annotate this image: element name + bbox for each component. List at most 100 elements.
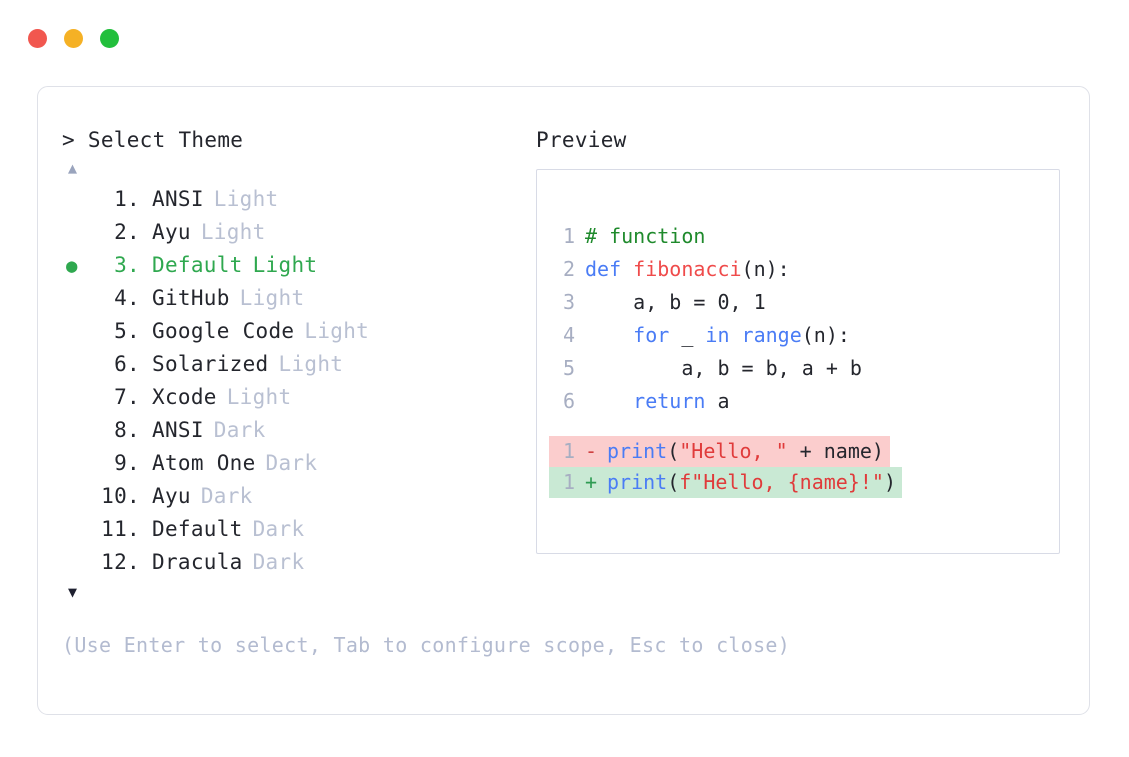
theme-item-name: Ayu bbox=[152, 484, 191, 508]
code-token: + name) bbox=[787, 439, 884, 463]
line-number: 3 bbox=[562, 290, 575, 314]
code-token: for bbox=[633, 323, 670, 347]
diff-line-removed: 1-print("Hello, " + name) bbox=[549, 436, 890, 467]
theme-item-index: 9. bbox=[114, 451, 140, 475]
preview-title: Preview bbox=[536, 128, 627, 152]
theme-item-name: Default bbox=[152, 253, 243, 277]
code-token: a, b = b, a + b bbox=[585, 356, 862, 380]
diff-sign: - bbox=[585, 439, 598, 463]
code-line: 1 # function bbox=[549, 220, 1059, 253]
code-line: 3 a, b = 0, 1 bbox=[549, 286, 1059, 319]
code-token bbox=[585, 389, 633, 413]
theme-item-index: 3. bbox=[114, 253, 140, 277]
code-token: return bbox=[633, 389, 706, 413]
theme-item-index: 2. bbox=[114, 220, 140, 244]
line-number: 1 bbox=[562, 224, 575, 248]
keyboard-hint: (Use Enter to select, Tab to configure s… bbox=[62, 633, 791, 657]
theme-item-name: ANSI bbox=[152, 187, 204, 211]
code-token: (n): bbox=[801, 323, 850, 347]
theme-item-variant: Light bbox=[304, 319, 370, 343]
code-token: print bbox=[607, 439, 668, 463]
line-number: 5 bbox=[562, 356, 575, 380]
theme-item-variant: Light bbox=[213, 187, 279, 211]
code-token: ( bbox=[667, 470, 680, 494]
scroll-down-icon[interactable]: ▼ bbox=[68, 583, 78, 601]
code-token: a bbox=[705, 389, 730, 413]
theme-list-item[interactable]: ● 3. Default Light bbox=[62, 249, 522, 282]
theme-list-item[interactable]: 5. Google Code Light bbox=[62, 315, 522, 348]
code-line-text: def fibonacci(n): bbox=[585, 253, 790, 286]
theme-item-name: Google Code bbox=[152, 319, 295, 343]
theme-item-variant: Dark bbox=[265, 451, 318, 475]
theme-item-index: 6. bbox=[114, 352, 140, 376]
theme-item-index: 12. bbox=[101, 550, 140, 574]
theme-item-index: 11. bbox=[101, 517, 140, 541]
theme-item-name: Dracula bbox=[152, 550, 243, 574]
select-theme-prompt: > Select Theme bbox=[62, 128, 244, 152]
minimize-button[interactable] bbox=[64, 29, 83, 48]
maximize-button[interactable] bbox=[100, 29, 119, 48]
theme-item-index: 10. bbox=[101, 484, 140, 508]
diff-sample: 1-print("Hello, " + name)1+print(f"Hello… bbox=[549, 436, 1059, 498]
theme-item-name: GitHub bbox=[152, 286, 230, 310]
theme-item-name: Default bbox=[152, 517, 243, 541]
code-token: _ bbox=[669, 323, 706, 347]
theme-item-variant: Dark bbox=[252, 550, 305, 574]
theme-item-name: Xcode bbox=[152, 385, 217, 409]
code-line-text: a, b = 0, 1 bbox=[585, 286, 765, 319]
theme-list-item[interactable]: 12. Dracula Dark bbox=[62, 546, 522, 579]
code-token: (n): bbox=[741, 257, 790, 281]
theme-item-variant: Light bbox=[239, 286, 305, 310]
theme-item-index: 5. bbox=[114, 319, 140, 343]
code-token: f"Hello, {name}!" bbox=[679, 470, 884, 494]
code-token: in range bbox=[705, 323, 802, 347]
scroll-up-icon[interactable]: ▲ bbox=[68, 159, 78, 177]
code-token: fibonacci bbox=[633, 257, 742, 281]
theme-item-variant: Dark bbox=[200, 484, 253, 508]
line-number: 1 bbox=[562, 439, 575, 463]
theme-list-item[interactable]: 9. Atom One Dark bbox=[62, 447, 522, 480]
code-token bbox=[585, 323, 633, 347]
line-number: 6 bbox=[562, 389, 575, 413]
theme-list-item[interactable]: 1. ANSI Light bbox=[62, 183, 522, 216]
theme-list-item[interactable]: 10. Ayu Dark bbox=[62, 480, 522, 513]
code-line-text: # function bbox=[585, 220, 705, 253]
theme-item-variant: Light bbox=[226, 385, 292, 409]
code-line: 6 return a bbox=[549, 385, 1059, 418]
theme-item-name: Atom One bbox=[152, 451, 256, 475]
diff-line-text: print("Hello, " + name) bbox=[607, 436, 890, 467]
line-number: 1 bbox=[562, 470, 575, 494]
window-controls bbox=[28, 29, 119, 48]
code-token: print bbox=[607, 470, 668, 494]
close-button[interactable] bbox=[28, 29, 47, 48]
selected-bullet-icon: ● bbox=[66, 255, 78, 277]
code-line-text: return a bbox=[585, 385, 730, 418]
code-line: 5 a, b = b, a + b bbox=[549, 352, 1059, 385]
theme-item-variant: Light bbox=[252, 253, 318, 277]
theme-item-index: 8. bbox=[114, 418, 140, 442]
theme-list-item[interactable]: 6. Solarized Light bbox=[62, 348, 522, 381]
theme-item-index: 1. bbox=[114, 187, 140, 211]
line-number: 4 bbox=[562, 323, 575, 347]
code-line: 4 for _ in range(n): bbox=[549, 319, 1059, 352]
code-token: ( bbox=[667, 439, 680, 463]
diff-sign: + bbox=[585, 470, 598, 494]
theme-item-name: Ayu bbox=[152, 220, 191, 244]
code-line-text: a, b = b, a + b bbox=[585, 352, 862, 385]
theme-item-variant: Light bbox=[278, 352, 344, 376]
theme-item-name: Solarized bbox=[152, 352, 269, 376]
code-token: ) bbox=[883, 470, 897, 494]
code-token: # function bbox=[585, 224, 706, 248]
